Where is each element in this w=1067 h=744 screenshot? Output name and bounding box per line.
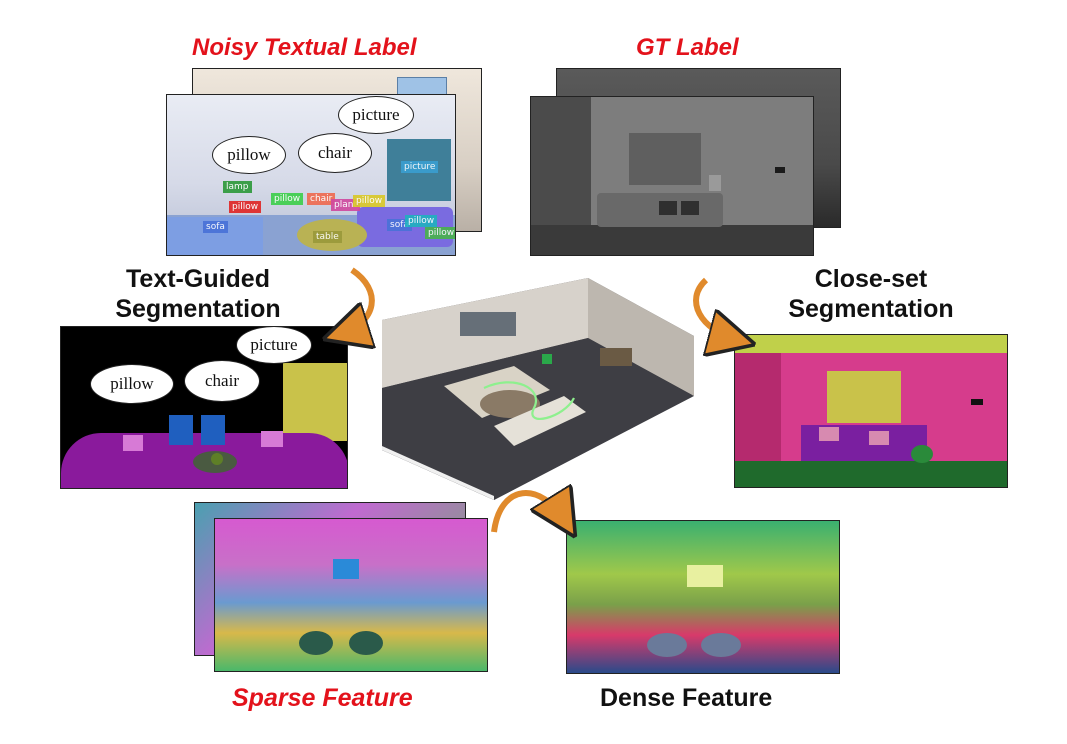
scene-3d-room — [374, 278, 694, 500]
bubble-pillow-noisy: pillow — [212, 136, 286, 174]
gt-label-title: GT Label — [636, 34, 739, 61]
cs-floor — [735, 461, 1007, 487]
tag-lamp: lamp — [223, 181, 252, 193]
seg-pillow-a — [123, 435, 143, 451]
tag-table: table — [313, 231, 342, 243]
bubble-picture-noisy: picture — [338, 96, 414, 134]
seg-picture-region — [283, 363, 347, 441]
close-set-segmentation-title: Close-set Segmentation — [760, 264, 982, 324]
cs-switch — [971, 399, 983, 405]
close-set-line2: Segmentation — [788, 295, 954, 323]
dense-feature-title: Dense Feature — [600, 684, 773, 712]
arrow-to-text-guided — [340, 267, 372, 334]
gt-pillow-b — [681, 201, 699, 215]
text-guided-line1: Text-Guided — [126, 265, 270, 293]
cs-pillow-a — [819, 427, 839, 441]
bubble-chair-seg: chair — [184, 360, 260, 402]
tag-picture: picture — [401, 161, 439, 173]
tag-sofa-1: sofa — [203, 221, 228, 233]
seg-chair-right — [201, 415, 225, 445]
text-guided-segmentation-image — [60, 326, 348, 489]
gt-lamp — [709, 175, 721, 191]
tag-plant: plant — [331, 199, 360, 211]
tag-pillow-1: pillow — [229, 201, 262, 213]
seg-table — [193, 451, 237, 473]
dense-stool-left — [647, 633, 687, 657]
close-set-line1: Close-set — [814, 265, 928, 293]
gt-label-front-image — [530, 96, 814, 256]
gt-pillow-a — [659, 201, 677, 215]
bubble-chair-noisy: chair — [298, 133, 372, 173]
tag-pillow-5: pillow — [425, 227, 455, 239]
tag-pillow-3: pillow — [353, 195, 386, 207]
gt-floor — [531, 225, 813, 255]
dense-stool-right — [701, 633, 741, 657]
seg-pillow-b — [261, 431, 283, 447]
sparse-feature-title: Sparse Feature — [232, 684, 413, 712]
gt-switch — [775, 167, 785, 173]
text-guided-segmentation-title: Text-Guided Segmentation — [88, 264, 308, 324]
bubble-picture-seg: picture — [236, 326, 312, 364]
dense-center-window — [687, 565, 723, 587]
arrow-to-close-set — [693, 277, 738, 340]
room-render — [382, 278, 694, 500]
cs-table — [911, 445, 933, 463]
sparse-stool-left — [299, 631, 333, 655]
noisy-textual-label-title: Noisy Textual Label — [192, 34, 417, 61]
tag-pillow-4: pillow — [405, 215, 438, 227]
sparse-feature-front-image — [214, 518, 488, 672]
sparse-center-block — [333, 559, 359, 579]
noisy-label-front-image: lamp pillow pillow chair plant pillow so… — [166, 94, 456, 256]
tag-pillow-2: pillow — [271, 193, 304, 205]
tag-chair: chair — [307, 193, 336, 205]
close-set-segmentation-image — [734, 334, 1008, 488]
text-guided-line2: Segmentation — [115, 295, 281, 323]
cs-pillow-b — [869, 431, 889, 445]
gt-picture — [629, 133, 701, 185]
cs-picture — [827, 371, 901, 423]
cs-ceiling — [735, 335, 1007, 353]
dense-feature-image — [566, 520, 840, 674]
sparse-stool-right — [349, 631, 383, 655]
bubble-pillow-seg: pillow — [90, 364, 174, 404]
seg-chair-left — [169, 415, 193, 445]
